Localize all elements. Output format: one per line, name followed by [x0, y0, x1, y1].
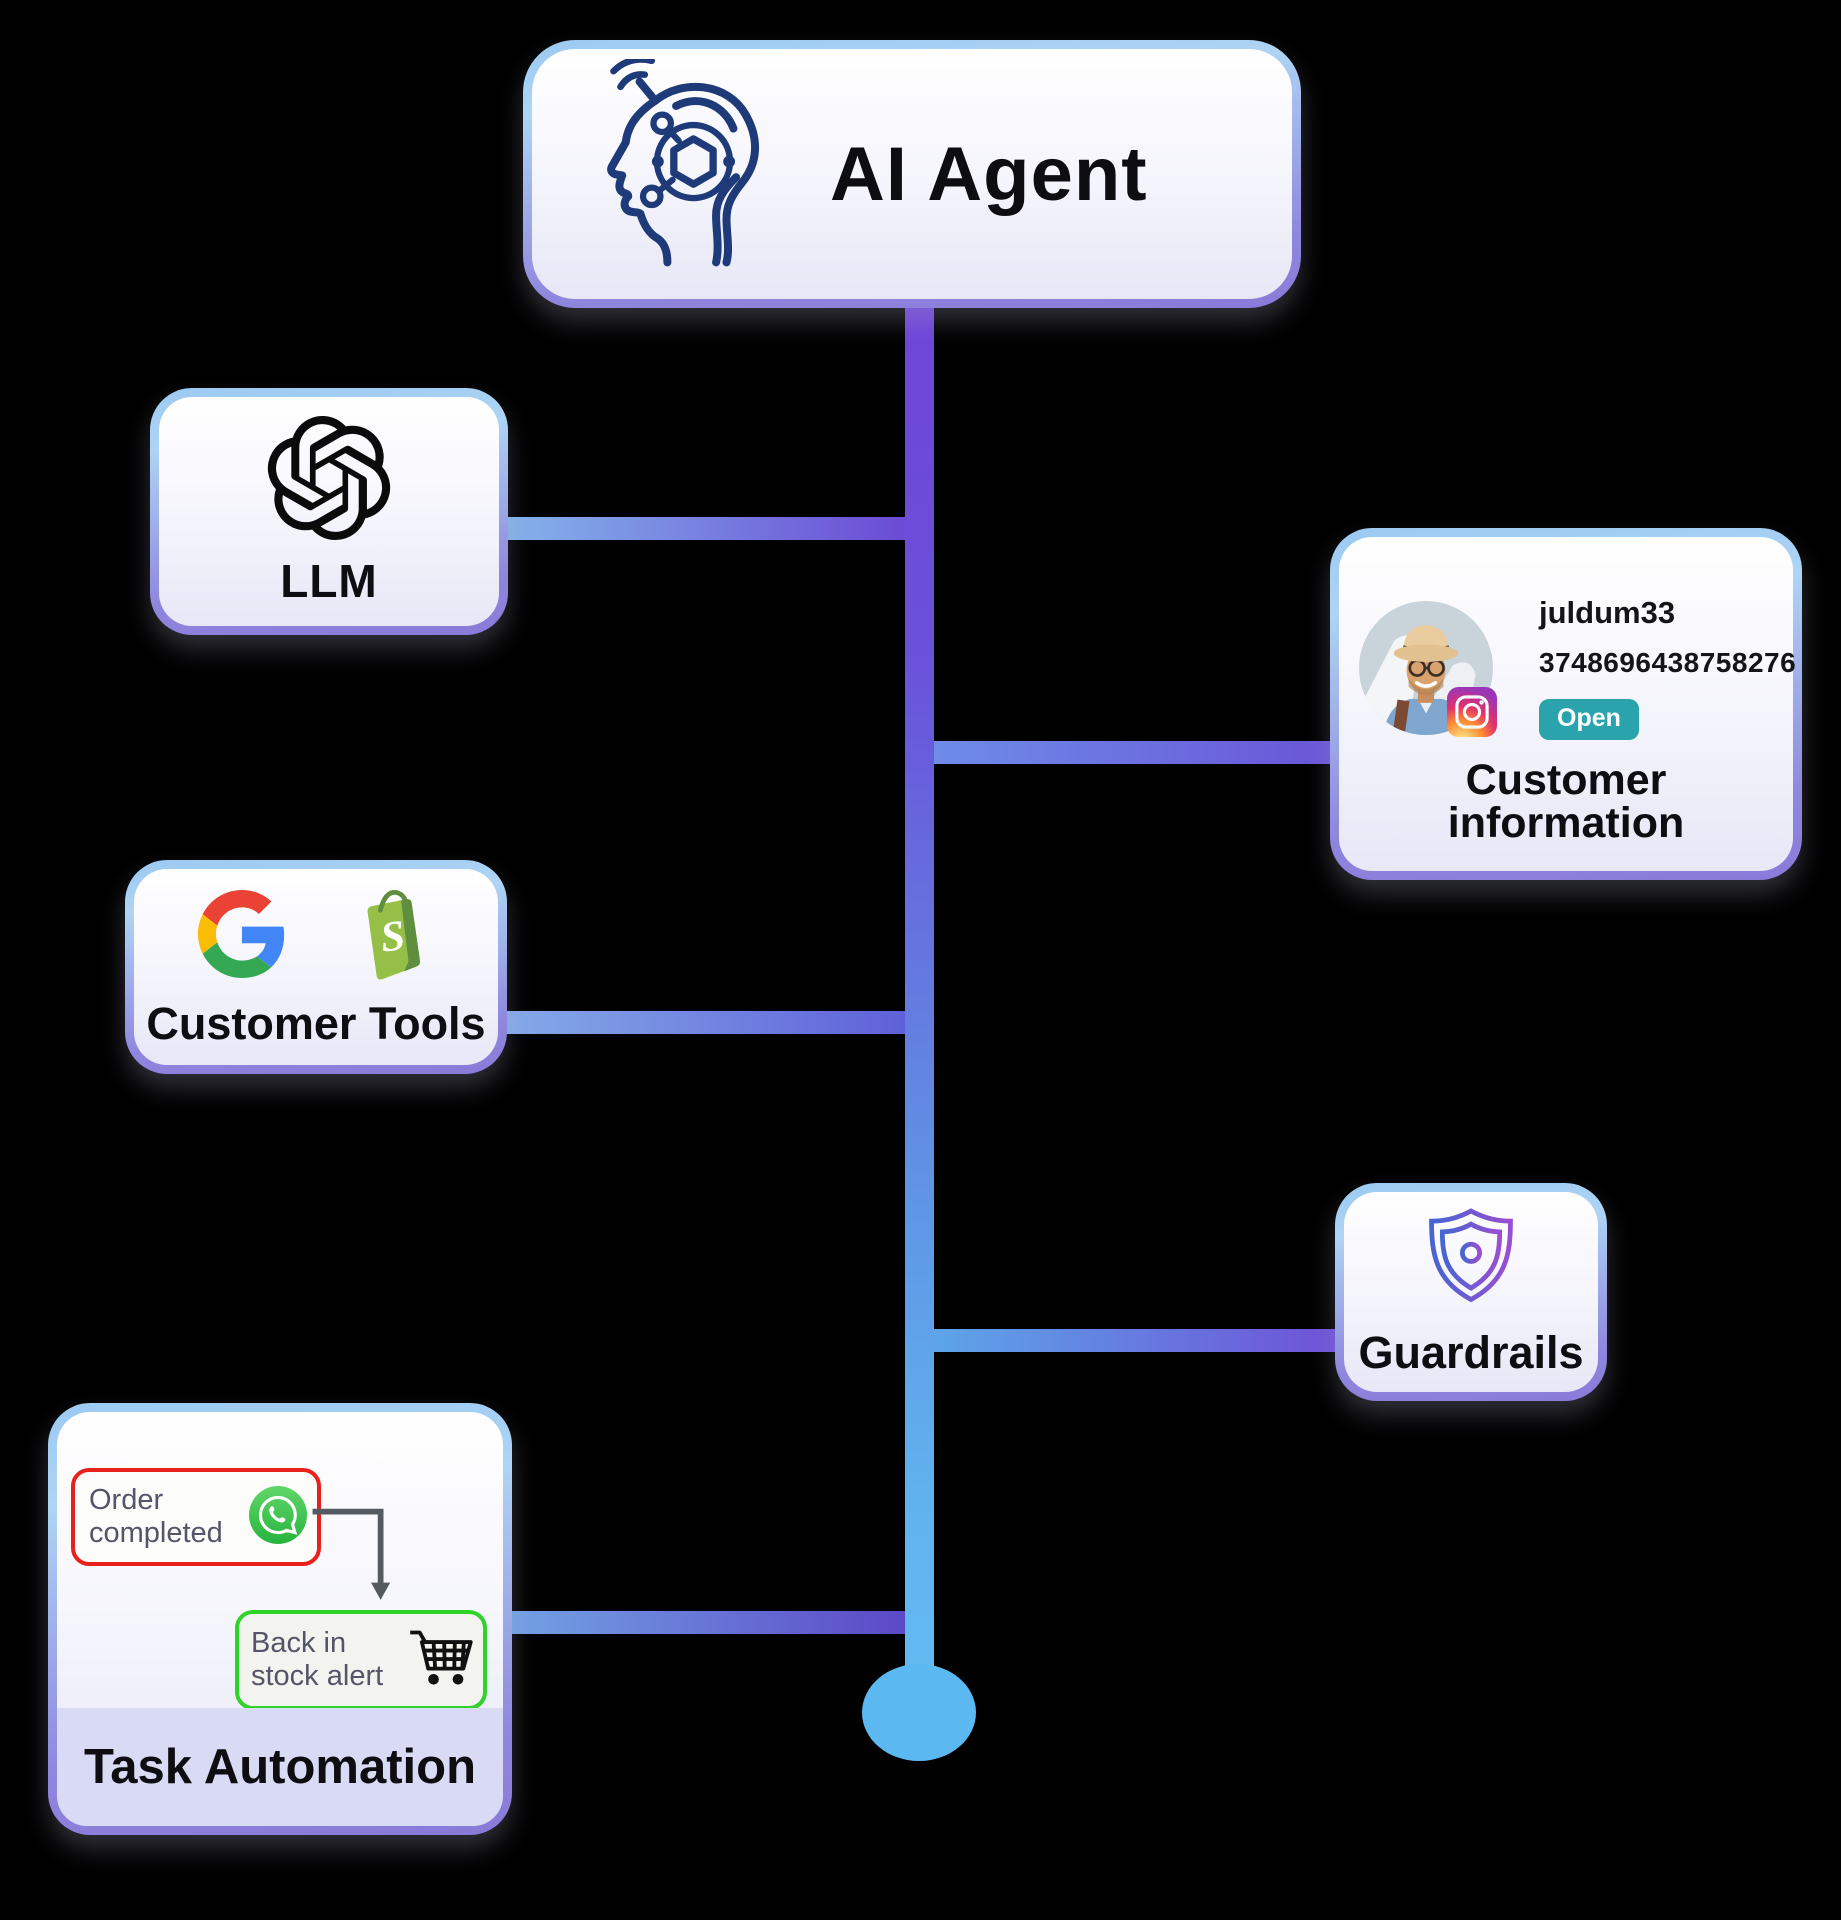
llm-label: LLM [280, 555, 378, 607]
cart-icon [407, 1628, 475, 1693]
back-in-stock-box: Back in stock alert [235, 1610, 487, 1710]
shield-lock-icon [1419, 1205, 1523, 1320]
node-ai-agent: AI Agent [523, 40, 1301, 308]
spine-line [905, 300, 934, 1712]
customer-information-label: Customer information [1447, 756, 1685, 847]
customer-profile-row: juldum33 3748696438758276 Open [1339, 537, 1797, 740]
customer-info-connector-line [920, 741, 1334, 764]
customer-account-number: 3748696438758276 [1539, 647, 1797, 678]
task-automation-title-band: Task Automation [57, 1708, 503, 1826]
google-icon [198, 890, 286, 983]
spine-end-circle [862, 1664, 976, 1761]
customer-details: juldum33 3748696438758276 Open [1539, 595, 1797, 740]
customer-username: juldum33 [1539, 595, 1676, 630]
whatsapp-icon [249, 1485, 307, 1549]
node-llm: LLM [150, 388, 508, 635]
task-automation-label: Task Automation [83, 1740, 477, 1794]
node-task-automation: Order completed [48, 1403, 512, 1835]
order-completed-box: Order completed [71, 1468, 321, 1566]
openai-logo-icon [267, 415, 391, 546]
guardrails-label: Guardrails [1358, 1327, 1584, 1378]
instagram-icon [1447, 687, 1497, 737]
ai-agent-label: AI Agent [830, 131, 1148, 217]
guardrails-connector-line [920, 1329, 1339, 1352]
ai-head-icon [584, 55, 796, 290]
svg-text:S: S [378, 912, 408, 962]
customer-tools-connector-line [502, 1011, 918, 1034]
node-guardrails: Guardrails [1335, 1183, 1607, 1401]
customer-tools-label: Customer Tools [146, 998, 486, 1049]
shopify-icon: S [342, 884, 434, 989]
node-customer-tools: S Customer Tools [125, 860, 507, 1074]
node-customer-information: juldum33 3748696438758276 Open Customer … [1330, 528, 1802, 880]
llm-connector-line [502, 517, 918, 540]
task-automation-connector-line [506, 1611, 918, 1634]
customer-tools-icons: S [198, 884, 434, 989]
back-in-stock-label: Back in stock alert [251, 1626, 384, 1692]
open-button[interactable]: Open [1539, 699, 1639, 740]
task-automation-content: Order completed [57, 1412, 503, 1826]
order-completed-label: Order completed [89, 1483, 223, 1549]
